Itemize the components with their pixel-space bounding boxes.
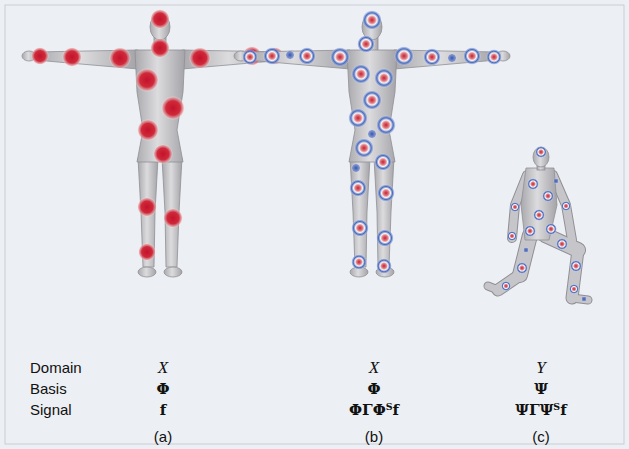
signal-formula: ΨΓΨᵀf <box>515 402 566 419</box>
blue-spots <box>581 296 587 302</box>
mapped-spots <box>542 190 554 202</box>
mapped-spots <box>463 47 481 65</box>
mapped-spots <box>376 229 394 247</box>
mapped-spots <box>351 64 371 84</box>
mapped-spots <box>507 231 517 241</box>
human-shape-a <box>22 9 298 277</box>
body-surface <box>350 158 370 267</box>
body-surface <box>347 50 397 162</box>
heat-spots <box>163 208 183 228</box>
body-surface <box>162 158 182 267</box>
mapped-spots <box>556 238 568 250</box>
basis-symbol: Φ <box>156 381 169 398</box>
blue-spots <box>447 53 457 63</box>
mapped-spots <box>501 146 582 294</box>
heat-spots <box>137 119 159 141</box>
heat-spots <box>109 47 131 69</box>
body-surface <box>521 147 557 240</box>
mapped-spots <box>516 262 528 274</box>
heat-spots <box>135 68 159 92</box>
mapped-spots <box>376 258 392 274</box>
body-surface <box>498 275 520 290</box>
mapped-spots <box>376 115 396 135</box>
mapped-spots <box>348 108 368 128</box>
heat-spots <box>150 38 170 58</box>
heat-spots <box>62 47 82 67</box>
heat-spots <box>161 96 185 120</box>
blue-spots <box>285 50 457 173</box>
blue-spots <box>523 247 529 253</box>
heat-spots <box>150 9 170 29</box>
mapped-spots <box>501 281 511 291</box>
row-label: Basis <box>30 381 67 398</box>
domain-symbol: Y <box>536 359 545 378</box>
mapped-spots <box>330 47 350 67</box>
mapped-spots <box>362 90 382 110</box>
body-surface <box>164 267 182 277</box>
mapped-spots <box>545 223 557 235</box>
domain-symbol: X <box>369 359 379 378</box>
basis-symbol: Ψ <box>534 381 548 398</box>
human-shape-b <box>234 10 510 277</box>
body-surface <box>488 286 498 290</box>
body-surface <box>138 267 156 277</box>
body-surface <box>234 14 510 277</box>
heat-spots <box>31 9 284 261</box>
body-surface <box>138 158 158 267</box>
blue-spots <box>523 178 587 302</box>
mapped-spots <box>357 35 375 53</box>
row-label: Signal <box>30 402 72 419</box>
mapped-spots <box>510 202 520 212</box>
panel-border <box>5 5 624 444</box>
blue-spots <box>351 163 361 173</box>
body-outline <box>488 286 498 290</box>
mapped-spots <box>570 260 582 272</box>
mapped-spots <box>486 49 502 65</box>
panel-letter: (a) <box>154 429 172 446</box>
mapped-spots <box>524 225 536 237</box>
mapped-spots <box>351 219 369 237</box>
blue-spots <box>553 178 559 184</box>
mapped-spots <box>374 68 394 88</box>
mapped-spots <box>374 153 392 171</box>
blue-spots <box>367 129 377 139</box>
mapped-spots <box>298 47 316 65</box>
mapped-spots <box>394 46 414 66</box>
mapped-spots <box>423 48 441 66</box>
heat-spots <box>137 197 157 217</box>
heat-spots <box>138 243 156 261</box>
heat-spots <box>189 47 211 69</box>
blue-spots <box>285 50 295 60</box>
mapped-spots <box>535 146 547 158</box>
mapped-spots <box>377 184 395 202</box>
body-surface <box>521 168 557 240</box>
mapped-spots <box>569 284 579 294</box>
panel-letter: (c) <box>532 429 550 446</box>
mapped-spots <box>351 254 367 270</box>
signal-formula: f <box>160 402 166 419</box>
mapped-spots <box>354 138 374 158</box>
heat-spots <box>31 47 49 65</box>
signal-formula: ΦΓΦᵀf <box>349 402 399 419</box>
mapped-spots <box>561 201 571 211</box>
body-surface <box>22 14 298 277</box>
human-shape-c <box>488 146 588 302</box>
mapped-spots <box>533 209 545 221</box>
mapped-spots <box>349 179 367 197</box>
body-surface <box>533 147 549 167</box>
domain-symbol: X <box>158 359 168 378</box>
mapped-spots <box>263 47 281 65</box>
mapped-spots <box>527 178 539 190</box>
basis-symbol: Φ <box>367 381 380 398</box>
row-label: Domain <box>30 360 82 377</box>
mapped-spots <box>242 10 502 274</box>
body-outline <box>498 275 520 290</box>
mapped-spots <box>362 10 382 30</box>
heat-spots <box>153 144 173 164</box>
mapped-spots <box>242 49 258 65</box>
body-surface <box>374 158 394 267</box>
panel-letter: (b) <box>365 429 383 446</box>
